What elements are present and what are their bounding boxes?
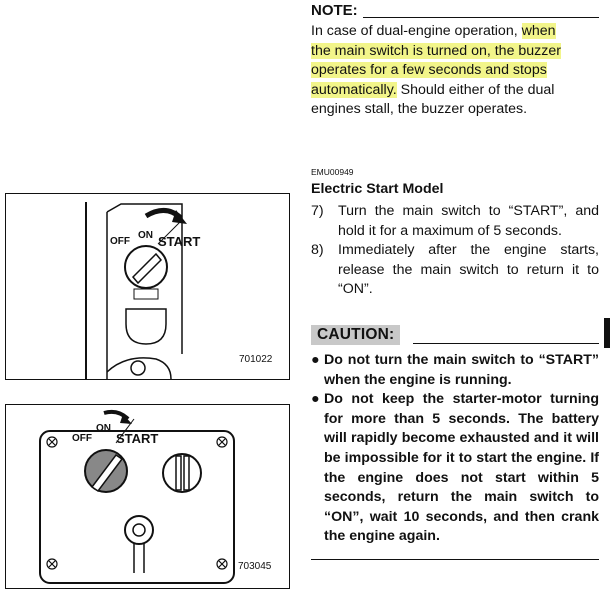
dual-panel-illustration (39, 409, 235, 584)
caution-text: Do not turn the main switch to “START” w… (324, 352, 599, 388)
caution-label: CAUTION: (311, 325, 401, 345)
step-text: Immediately after the engine starts, rel… (338, 242, 599, 298)
figure-key-switch: OFF ON START 701022 (5, 193, 290, 380)
on-label: ON (96, 423, 111, 434)
off-label: OFF (72, 433, 92, 444)
note-line3-highlight: operates for a few seconds and stops (311, 62, 547, 79)
note-header: NOTE: (311, 2, 599, 22)
start-label: START (158, 234, 201, 249)
margin-tab-marker (604, 318, 610, 348)
bullet-icon: ● (311, 391, 320, 408)
off-label: OFF (110, 236, 130, 247)
section-title: Electric Start Model (311, 181, 444, 197)
key-switch-illustration (85, 202, 187, 379)
note-line1-highlight: when (521, 23, 556, 39)
on-label: ON (138, 230, 153, 241)
step-text: Turn the main switch to “START”, and hol… (338, 203, 599, 239)
caution-rule (413, 343, 599, 344)
figure-dual-panel: OFF ON START 703045 (5, 404, 290, 589)
caution-item: ● Do not keep the starter-motor turning … (311, 390, 599, 547)
note-line2-highlight: the main switch is turned on, the buzzer (311, 42, 561, 59)
caution-header: CAUTION: (311, 325, 599, 347)
bottom-rule (311, 559, 599, 560)
steps-list: 7) Turn the main switch to “START”, and … (311, 202, 599, 300)
note-line5: engines stall, the buzzer operates. (311, 101, 528, 118)
figure-code: 703045 (238, 561, 272, 572)
step-item: 8) Immediately after the engine starts, … (311, 241, 599, 300)
note-title: NOTE: (311, 2, 358, 19)
start-label: START (116, 431, 159, 446)
note-line1-pre: In case of dual-engine operation, (311, 23, 522, 39)
note-body: In case of dual-engine operation, when t… (311, 22, 599, 120)
step-number: 7) (311, 203, 324, 219)
caution-list: ● Do not turn the main switch to “START”… (311, 351, 599, 547)
note-line4-highlight: automatically. (311, 81, 397, 98)
caution-text: Do not keep the starter-motor turning fo… (324, 391, 599, 545)
section-code: EMU00949 (311, 167, 354, 177)
note-line4-post: Should either of the dual (396, 81, 555, 98)
bullet-icon: ● (311, 352, 320, 368)
caution-item: ● Do not turn the main switch to “START”… (311, 351, 599, 390)
figure-code: 701022 (239, 354, 273, 365)
note-rule (363, 17, 599, 18)
step-item: 7) Turn the main switch to “START”, and … (311, 202, 599, 241)
step-number: 8) (311, 242, 324, 259)
